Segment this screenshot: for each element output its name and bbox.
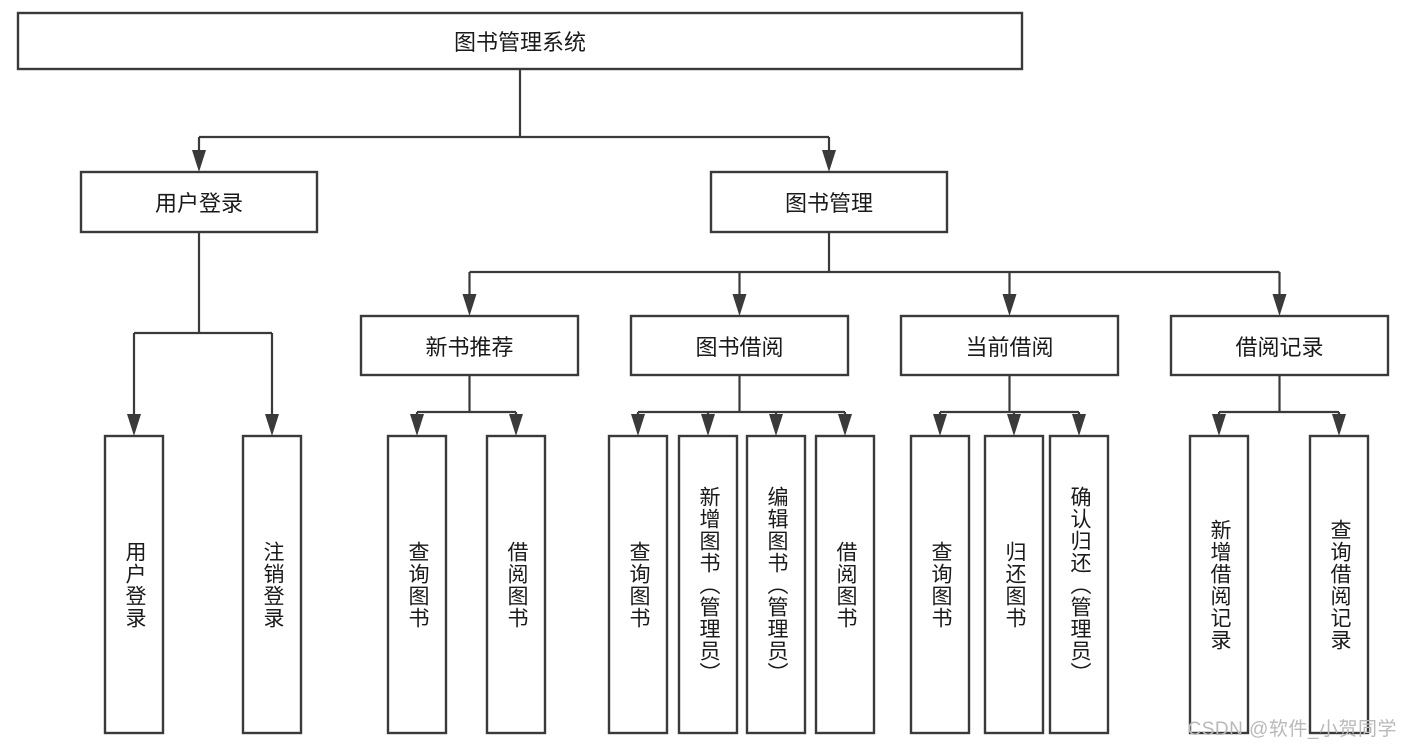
node-level3-1[interactable] [629, 314, 850, 377]
node-leaf-2[interactable] [386, 434, 448, 735]
box-layer [16, 11, 1390, 735]
node-leaf-11[interactable] [1188, 434, 1250, 735]
arrow-down-icon [410, 414, 424, 436]
arrow-down-icon [701, 414, 715, 436]
node-leaf-4[interactable] [607, 434, 669, 735]
node-root[interactable] [16, 11, 1024, 71]
node-leaf-6[interactable] [745, 434, 807, 735]
node-leaf-5[interactable] [677, 434, 739, 735]
node-leaf-10[interactable] [1048, 434, 1110, 735]
arrow-down-icon [1332, 414, 1346, 436]
node-leaf-12[interactable] [1308, 434, 1370, 735]
arrow-down-icon [509, 414, 523, 436]
node-level2-0[interactable] [79, 170, 319, 234]
arrow-down-icon [838, 414, 852, 436]
node-leaf-1[interactable] [241, 434, 303, 735]
arrow-down-icon [1272, 294, 1287, 316]
arrow-down-icon [462, 294, 477, 316]
arrow-down-icon [265, 414, 279, 436]
arrow-down-icon [1007, 414, 1021, 436]
node-leaf-3[interactable] [485, 434, 547, 735]
arrow-down-icon [127, 414, 141, 436]
node-level3-2[interactable] [899, 314, 1120, 377]
node-leaf-9[interactable] [983, 434, 1045, 735]
connector-layer [127, 69, 1346, 436]
arrow-down-icon [192, 150, 206, 172]
watermark-text: CSDN @软件_小贺同学 [1187, 719, 1397, 740]
node-level3-0[interactable] [359, 314, 580, 377]
arrow-down-icon [1212, 414, 1226, 436]
arrow-down-icon [1002, 294, 1017, 316]
node-leaf-8[interactable] [909, 434, 971, 735]
node-leaf-0[interactable] [103, 434, 165, 735]
node-level3-3[interactable] [1169, 314, 1390, 377]
node-leaf-7[interactable] [814, 434, 876, 735]
arrow-down-icon [822, 150, 836, 172]
arrow-down-icon [631, 414, 645, 436]
arrow-down-icon [933, 414, 947, 436]
arrow-down-icon [1072, 414, 1086, 436]
arrow-down-icon [732, 294, 747, 316]
arrow-down-icon [769, 414, 783, 436]
node-level2-1[interactable] [709, 170, 949, 234]
